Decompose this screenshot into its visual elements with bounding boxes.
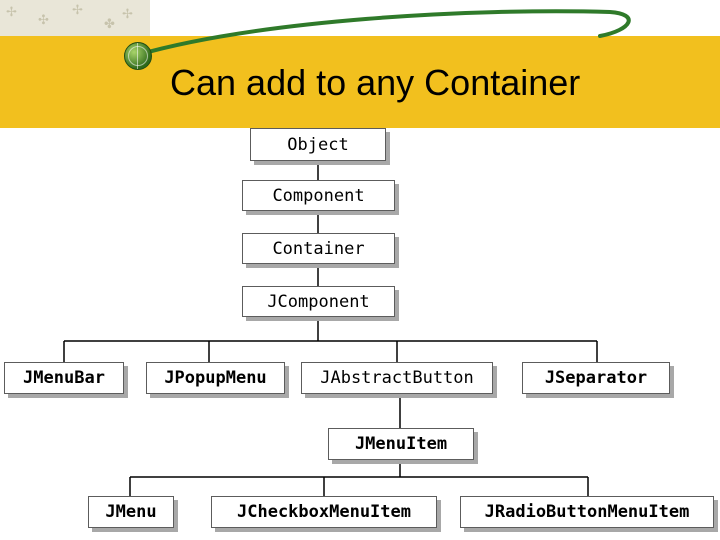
node-container: Container [242,233,395,264]
node-jmenuitem: JMenuItem [328,428,474,460]
node-jabstractbutton: JAbstractButton [301,362,493,394]
node-jcheckboxmenuitem: JCheckboxMenuItem [211,496,437,528]
swoosh-decoration [135,9,631,57]
node-component: Component [242,180,395,211]
node-jseparator: JSeparator [522,362,670,394]
node-jradiobuttonmenuitem: JRadioButtonMenuItem [460,496,714,528]
slide-title: Can add to any Container [170,62,581,103]
title-banner [0,36,720,128]
node-jmenubar: JMenuBar [4,362,124,394]
node-jpopupmenu: JPopupMenu [146,362,285,394]
globe-icon [124,42,152,70]
node-jmenu: JMenu [88,496,174,528]
node-object: Object [250,128,386,161]
node-jcomponent: JComponent [242,286,395,317]
